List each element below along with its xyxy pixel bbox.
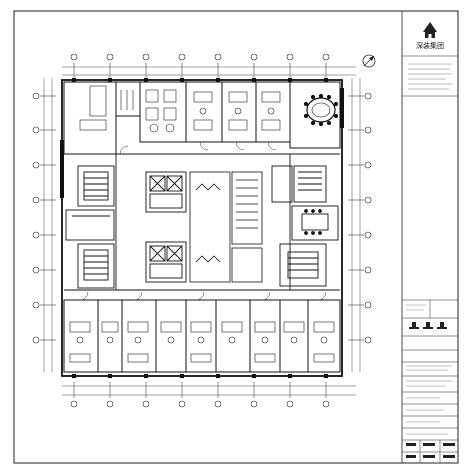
column-markers bbox=[72, 78, 328, 378]
exterior-wall bbox=[61, 79, 343, 377]
floor-plan bbox=[60, 78, 344, 378]
house-roof-logo-icon bbox=[423, 22, 437, 38]
south-furniture bbox=[69, 321, 335, 363]
title-rows bbox=[402, 299, 458, 463]
meeting-room-east bbox=[279, 205, 339, 287]
north-offices bbox=[63, 81, 341, 155]
title-text-lines bbox=[406, 304, 452, 435]
north-furniture bbox=[79, 85, 281, 133]
title-block: 深装集团 bbox=[401, 11, 458, 463]
south-office-row bbox=[63, 299, 341, 373]
elevator-core-north bbox=[145, 171, 187, 213]
stair-east bbox=[271, 165, 327, 203]
grid-axes bbox=[43, 66, 361, 396]
company-name: 深装集团 bbox=[416, 41, 444, 50]
sheet-border bbox=[13, 10, 459, 464]
core-lobby bbox=[189, 171, 263, 283]
notes-block bbox=[408, 63, 452, 90]
elevator-core-south bbox=[145, 241, 187, 283]
title-symbols bbox=[406, 322, 455, 458]
conference-round bbox=[303, 93, 339, 127]
corridor bbox=[64, 153, 340, 291]
grid-ticks bbox=[40, 63, 364, 398]
stair-west bbox=[65, 165, 115, 289]
north-arrow-icon bbox=[362, 54, 376, 68]
axis-bubbles bbox=[32, 53, 372, 408]
door-swings bbox=[79, 141, 327, 301]
